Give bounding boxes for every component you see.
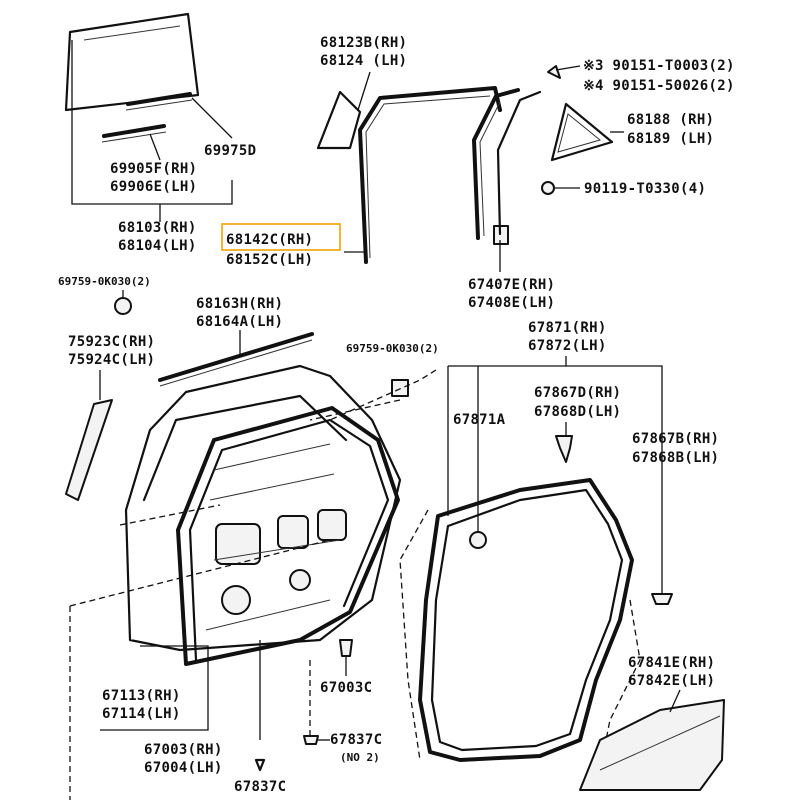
label-68142c[interactable]: 68142C(RH) bbox=[226, 232, 313, 248]
leader-68123b bbox=[357, 71, 371, 111]
label-67113[interactable]: 67113(RH) bbox=[102, 688, 181, 704]
guide-75923c bbox=[119, 504, 221, 526]
label-67408e[interactable]: 67408E(LH) bbox=[468, 295, 555, 311]
clip-67867b[interactable] bbox=[651, 593, 673, 605]
guide-69759 bbox=[309, 399, 401, 421]
label-69905f[interactable]: 69905F(RH) bbox=[110, 161, 197, 177]
door-weatherstrip-67871[interactable] bbox=[418, 478, 634, 762]
label-68123b[interactable]: 68123B(RH) bbox=[320, 35, 407, 51]
label-67114[interactable]: 67114(LH) bbox=[102, 706, 181, 722]
label-67003[interactable]: 67003(RH) bbox=[144, 742, 223, 758]
door-inner-panel[interactable] bbox=[205, 509, 347, 631]
label-67871[interactable]: 67871(RH) bbox=[528, 320, 607, 336]
selected-part-highlight bbox=[221, 223, 341, 251]
rear-run-68188[interactable] bbox=[496, 90, 542, 236]
guide-bottom-diag bbox=[69, 539, 331, 607]
label-67003c[interactable]: 67003C bbox=[320, 680, 372, 696]
leader-69905f bbox=[149, 133, 161, 161]
label-69906e[interactable]: 69906E(LH) bbox=[110, 179, 197, 195]
label-90151-50026[interactable]: ※4 90151-50026(2) bbox=[583, 78, 735, 94]
label-67867b[interactable]: 67867B(RH) bbox=[632, 431, 719, 447]
hinge-67003c[interactable] bbox=[339, 639, 353, 657]
bracket-67871 bbox=[448, 365, 663, 596]
label-67841e[interactable]: 67841E(RH) bbox=[628, 655, 715, 671]
plug-69759-mid[interactable] bbox=[391, 379, 409, 397]
clip-67867d[interactable] bbox=[555, 435, 573, 463]
bracket-67113 bbox=[100, 645, 209, 731]
label-67837c-b[interactable]: 67837C bbox=[234, 779, 286, 795]
clip-67837c-lower[interactable] bbox=[254, 758, 266, 772]
bracket-68103 bbox=[71, 40, 233, 205]
label-90151-t0003[interactable]: ※3 90151-T0003(2) bbox=[583, 58, 735, 74]
label-67407e[interactable]: 67407E(RH) bbox=[468, 277, 555, 293]
clip-90151[interactable] bbox=[547, 65, 561, 79]
plug-69759-top[interactable] bbox=[114, 297, 132, 315]
quarter-glass-68123b[interactable] bbox=[316, 90, 362, 150]
label-68163h[interactable]: 68163H(RH) bbox=[196, 296, 283, 312]
label-69759-mid[interactable]: 69759-0K030(2) bbox=[346, 342, 439, 355]
division-bar-67407e[interactable] bbox=[472, 88, 520, 245]
label-67867d[interactable]: 67867D(RH) bbox=[534, 385, 621, 401]
label-68189[interactable]: 68189 (LH) bbox=[627, 131, 714, 147]
label-69975d[interactable]: 69975D bbox=[204, 143, 256, 159]
label-75924c[interactable]: 75924C(LH) bbox=[68, 352, 155, 368]
label-67842e[interactable]: 67842E(LH) bbox=[628, 673, 715, 689]
screw-90119[interactable] bbox=[541, 181, 555, 195]
glass-channel-69975d[interactable] bbox=[125, 92, 193, 111]
clip-67837c[interactable] bbox=[303, 735, 319, 745]
door-glass[interactable] bbox=[64, 12, 200, 112]
clip-67871a[interactable] bbox=[469, 531, 487, 549]
label-68164a[interactable]: 68164A(LH) bbox=[196, 314, 283, 330]
guide-plug bbox=[329, 369, 437, 421]
label-68124[interactable]: 68124 (LH) bbox=[320, 53, 407, 69]
leader-69975d bbox=[191, 97, 233, 139]
label-no2: (NO 2) bbox=[340, 751, 380, 764]
glass-channel-69905f[interactable] bbox=[101, 124, 167, 143]
trim-67841e[interactable] bbox=[579, 699, 725, 791]
label-90119[interactable]: 90119-T0330(4) bbox=[584, 181, 706, 197]
label-75923c[interactable]: 75923C(RH) bbox=[68, 334, 155, 350]
label-69759-top[interactable]: 69759-0K030(2) bbox=[58, 275, 151, 288]
label-67872[interactable]: 67872(LH) bbox=[528, 338, 607, 354]
label-67868d[interactable]: 67868D(LH) bbox=[534, 404, 621, 420]
label-68188[interactable]: 68188 (RH) bbox=[627, 112, 714, 128]
label-68104[interactable]: 68104(LH) bbox=[118, 238, 197, 254]
garnish-75923c[interactable] bbox=[65, 399, 113, 501]
moulding-68163h[interactable] bbox=[158, 332, 314, 387]
label-67004[interactable]: 67004(LH) bbox=[144, 760, 223, 776]
label-68152c[interactable]: 68152C(LH) bbox=[226, 252, 313, 268]
leader-67841e bbox=[669, 689, 681, 713]
label-67871a[interactable]: 67871A bbox=[453, 412, 506, 428]
label-67868b[interactable]: 67868B(LH) bbox=[632, 450, 719, 466]
door-frame-67003[interactable] bbox=[176, 406, 400, 666]
label-67837c-a[interactable]: 67837C bbox=[330, 732, 382, 748]
quarter-window-68188[interactable] bbox=[550, 102, 614, 162]
label-68103[interactable]: 68103(RH) bbox=[118, 220, 197, 236]
leader-90151 bbox=[555, 65, 581, 71]
